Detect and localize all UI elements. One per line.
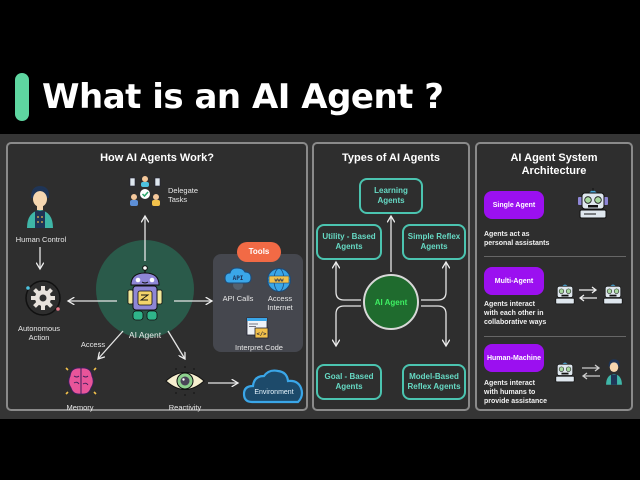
brain-icon <box>65 367 97 395</box>
svg-text:</>: </> <box>257 332 268 338</box>
environment-label: Environment <box>254 389 294 396</box>
robot-head-icon <box>578 188 608 219</box>
panel-title: AI Agent System Architecture <box>510 152 598 177</box>
multi-agent-desc: Agents interact with each other in colla… <box>484 301 547 327</box>
reactivity-label: Reactivity <box>168 403 202 412</box>
single-agent-badge: Single Agent <box>484 191 544 219</box>
memory-label: Memory <box>66 403 94 412</box>
single-agent-desc: Agents act as personal assistants <box>484 231 550 248</box>
arrow-to-memory <box>98 330 124 359</box>
type-connectors <box>314 144 472 413</box>
access-edge-label: Access <box>80 340 106 349</box>
tools-badge: Tools <box>237 242 281 262</box>
robot-head-icon <box>555 362 575 383</box>
diagram-board: How AI Agents Work? De <box>0 134 640 419</box>
human-icon <box>27 186 53 228</box>
api-cloud-icon: API <box>224 267 252 290</box>
svg-text:API: API <box>233 275 244 282</box>
title-accent-bar <box>15 73 29 121</box>
interpret-code-label: Interpret Code <box>235 343 283 352</box>
robot-head-icon <box>555 284 575 305</box>
cloud-icon <box>242 369 304 404</box>
robot-head-icon <box>603 284 623 305</box>
flow-arrows <box>8 144 310 413</box>
gear-icon <box>25 280 61 316</box>
panel-title: Types of AI Agents <box>342 152 440 164</box>
bidirectional-arrows-icon <box>581 364 601 380</box>
api-calls-label: API Calls <box>222 294 254 303</box>
autonomous-action-label: Autonomous Action <box>17 324 61 342</box>
multi-agent-badge: Multi-Agent <box>484 267 544 295</box>
architecture-panel: AI Agent System Architecture Single Agen… <box>475 142 633 411</box>
human-machine-badge: Human-Machine <box>484 344 544 372</box>
bidirectional-arrows-icon <box>578 286 598 302</box>
code-window-icon: </> <box>246 317 269 339</box>
human-machine-desc: Agents interact with humans to provide a… <box>484 380 548 406</box>
ai-agent-label: AI Agent <box>128 330 162 340</box>
delegate-label: Delegate Tasks <box>168 186 199 204</box>
header: What is an AI Agent ? <box>0 60 640 135</box>
how-agents-work-panel: How AI Agents Work? De <box>6 142 310 413</box>
divider <box>484 336 626 337</box>
human-icon <box>606 359 622 385</box>
delegate-tasks-icon <box>129 176 161 206</box>
human-control-label: Human Control <box>15 235 67 244</box>
types-center-circle: AI Agent <box>363 274 419 330</box>
page-title: What is an AI Agent ? <box>42 77 444 117</box>
globe-www-icon: www <box>267 268 291 292</box>
divider <box>484 256 626 257</box>
panel-title: How AI Agents Work? <box>100 152 214 164</box>
arrow-to-reactivity <box>167 330 185 359</box>
access-internet-label: Access Internet <box>267 294 293 312</box>
eye-icon <box>165 366 205 396</box>
svg-text:www: www <box>274 278 284 284</box>
robot-icon <box>127 265 163 321</box>
